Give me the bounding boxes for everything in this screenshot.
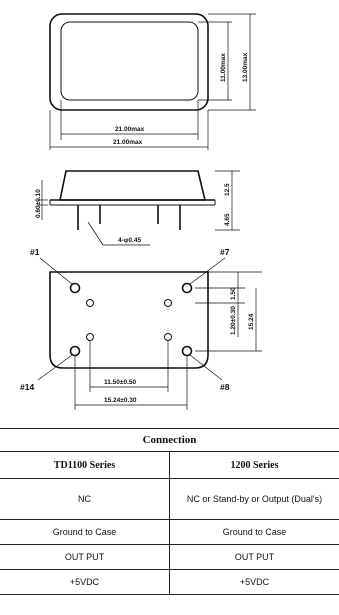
pin-diameter-callout: 4-φ0.45 bbox=[118, 237, 141, 244]
table-cell: +5VDC bbox=[169, 569, 339, 595]
side-view: 0.60±0.10 12.5 4.65 4-φ0.45 bbox=[35, 170, 240, 246]
top-outer-width: 21.00max bbox=[113, 139, 143, 146]
top-inner-height: 11.00max bbox=[220, 53, 227, 82]
bottom-row-dim-2: 15.24±0.30 bbox=[104, 397, 137, 404]
table-cell: Ground to Case bbox=[169, 519, 339, 545]
table-cell: OUT PUT bbox=[0, 544, 170, 570]
top-outer-height: 13.00max bbox=[242, 52, 249, 82]
side-pin-length: 4.65 bbox=[224, 213, 231, 226]
bottom-dim-mid: 1.20±0.30 bbox=[230, 306, 237, 335]
table-row: NC NC or Stand-by or Output (Dual's) bbox=[0, 478, 339, 520]
bottom-dim-top: 1.50 bbox=[230, 287, 237, 300]
side-flange-dim: 0.60±0.10 bbox=[35, 189, 42, 218]
top-view: 11.00max 13.00max 21.00max 21.00max bbox=[49, 13, 256, 150]
table-cell: NC bbox=[0, 478, 170, 520]
pin-7-label: #7 bbox=[220, 247, 230, 257]
top-inner-width: 21.00max bbox=[115, 126, 145, 133]
connection-table: Connection TD1100 Series 1200 Series NC … bbox=[0, 428, 339, 595]
table-row: +5VDC +5VDC bbox=[0, 569, 339, 595]
pin-14-label: #14 bbox=[20, 382, 34, 392]
pin-8-label: #8 bbox=[220, 382, 230, 392]
table-cell: +5VDC bbox=[0, 569, 170, 595]
bottom-row-dim-1: 11.50±0.50 bbox=[104, 379, 137, 386]
package-drawing: 11.00max 13.00max 21.00max 21.00max 0.60… bbox=[20, 13, 262, 410]
side-height-dim: 12.5 bbox=[224, 183, 231, 196]
column-header-td1100: TD1100 Series bbox=[0, 451, 170, 479]
table-row: Ground to Case Ground to Case bbox=[0, 519, 339, 545]
table-cell: OUT PUT bbox=[169, 544, 339, 570]
table-title: Connection bbox=[0, 428, 339, 452]
column-header-1200: 1200 Series bbox=[169, 451, 339, 479]
bottom-dim-side: 15.24 bbox=[248, 313, 255, 330]
table-cell: Ground to Case bbox=[0, 519, 170, 545]
pin-1-label: #1 bbox=[30, 247, 40, 257]
table-cell: NC or Stand-by or Output (Dual's) bbox=[169, 478, 339, 520]
table-row: OUT PUT OUT PUT bbox=[0, 544, 339, 570]
bottom-view: #1 #7 #14 #8 1.50 1.20±0.30 15.24 11.50±… bbox=[20, 247, 262, 410]
